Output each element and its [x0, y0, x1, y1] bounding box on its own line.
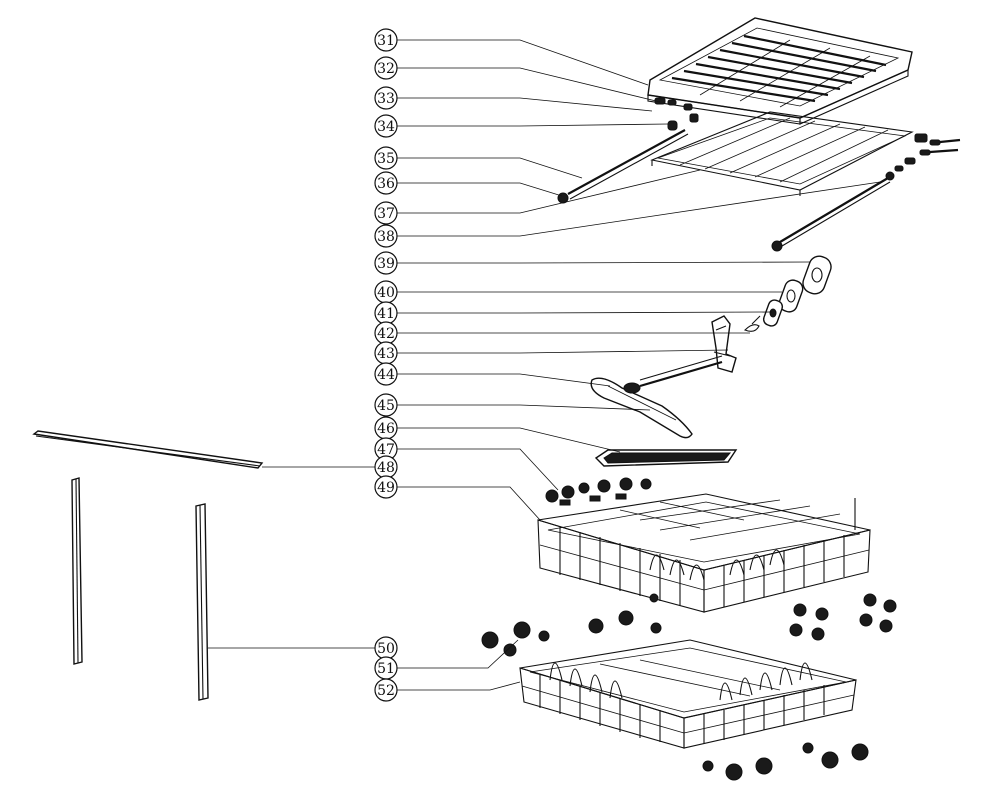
- part-fasteners-left: [654, 97, 699, 131]
- callout-circle: [374, 475, 398, 499]
- callout-circle: [374, 114, 398, 138]
- part-top-bar: [32, 430, 264, 469]
- leader-line: [397, 181, 881, 237]
- callout-circle: [374, 56, 398, 80]
- callout-circle: [374, 393, 398, 417]
- callout-number: 52: [377, 683, 395, 699]
- part-clip: [762, 299, 784, 327]
- leader-line: [397, 681, 521, 691]
- leader-line: [397, 157, 583, 179]
- callout-number: 49: [377, 480, 395, 496]
- callout-52: 52: [374, 678, 521, 702]
- leader-line: [397, 373, 611, 387]
- leader-line: [397, 427, 621, 453]
- leader-line: [397, 97, 653, 112]
- leader-line: [397, 169, 701, 214]
- leader-line: [397, 123, 669, 127]
- leader-line: [397, 448, 559, 491]
- part-gasket: [778, 279, 804, 313]
- callout-labels: 31 32 33 34 35 36 37 38 39 40 41 42 43 44 45 46 47 48 49 50…: [208, 28, 881, 702]
- leader-line: [397, 639, 519, 669]
- callout-number: 48: [377, 460, 395, 476]
- leader-line: [397, 39, 649, 86]
- callout-circle: [374, 201, 398, 225]
- part-wire-frame: [650, 111, 914, 196]
- part-spray-arm: [590, 377, 693, 439]
- callout-circle: [374, 224, 398, 248]
- callout-44: 44: [374, 362, 611, 387]
- leader-line: [397, 404, 651, 411]
- callout-number: 44: [377, 367, 395, 383]
- part-upper-basket: [537, 493, 897, 641]
- callout-number: 38: [377, 229, 395, 245]
- part-upper-basket-wheels: [649, 593, 897, 641]
- callout-number: 32: [377, 61, 395, 77]
- part-cutlery-tray: [647, 17, 913, 125]
- part-spray-arm-support: [639, 315, 737, 388]
- callout-36: 36: [374, 171, 563, 197]
- part-left-rail: [557, 129, 689, 204]
- callout-circle: [374, 251, 398, 275]
- callout-40: 40: [374, 280, 782, 304]
- callout-number: 33: [377, 91, 395, 107]
- part-right-rail: [771, 171, 895, 252]
- callout-number: 41: [377, 306, 395, 322]
- leader-line: [397, 261, 811, 264]
- leader-line: [397, 486, 541, 521]
- leader-line: [397, 182, 563, 197]
- callout-number: 46: [377, 421, 395, 437]
- callout-number: 51: [377, 661, 395, 677]
- callout-number: 42: [377, 326, 395, 342]
- callout-circle: [374, 86, 398, 110]
- callout-number: 47: [377, 442, 395, 458]
- callout-45: 45: [374, 393, 651, 417]
- callout-number: 40: [377, 285, 395, 301]
- part-vertical-bars: [71, 477, 209, 701]
- part-lower-basket: [519, 639, 857, 749]
- callout-number: 39: [377, 256, 395, 272]
- callout-34: 34: [374, 114, 669, 138]
- callout-number: 36: [377, 176, 395, 192]
- leader-line: [397, 349, 729, 354]
- leader-line: [397, 67, 661, 103]
- part-upper-wheels: [545, 477, 652, 506]
- callout-33: 33: [374, 86, 653, 112]
- callout-48: 48: [262, 455, 398, 479]
- callout-circle: [374, 28, 398, 52]
- part-fasteners-right: [894, 133, 961, 172]
- callout-38: 38: [374, 181, 881, 248]
- callout-number: 35: [377, 151, 395, 167]
- callout-number: 50: [377, 641, 395, 657]
- callout-number: 31: [377, 33, 395, 49]
- callout-circle: [374, 146, 398, 170]
- part-seal-ring: [802, 255, 832, 295]
- callout-39: 39: [374, 251, 811, 275]
- callout-circle: [374, 171, 398, 195]
- callout-number: 34: [377, 119, 395, 135]
- callout-37: 37: [374, 169, 701, 225]
- callout-50: 50: [208, 636, 398, 660]
- callout-circle: [374, 362, 398, 386]
- callout-43: 43: [374, 341, 729, 365]
- callout-31: 31: [374, 28, 649, 86]
- callout-32: 32: [374, 56, 661, 103]
- callout-47: 47: [374, 437, 559, 491]
- part-small-clip: [744, 315, 761, 332]
- callout-circle: [374, 678, 398, 702]
- callout-number: 43: [377, 346, 395, 362]
- part-cover-plate: [594, 449, 738, 467]
- callout-51: 51: [374, 639, 519, 680]
- leader-line: [397, 311, 773, 314]
- callout-41: 41: [374, 301, 773, 325]
- callout-46: 46: [374, 416, 621, 453]
- callout-35: 35: [374, 146, 583, 179]
- callout-number: 45: [377, 398, 395, 414]
- callout-number: 37: [377, 206, 395, 222]
- callout-42: 42: [374, 321, 750, 345]
- callout-49: 49: [374, 475, 541, 521]
- part-lower-wheels: [481, 610, 869, 781]
